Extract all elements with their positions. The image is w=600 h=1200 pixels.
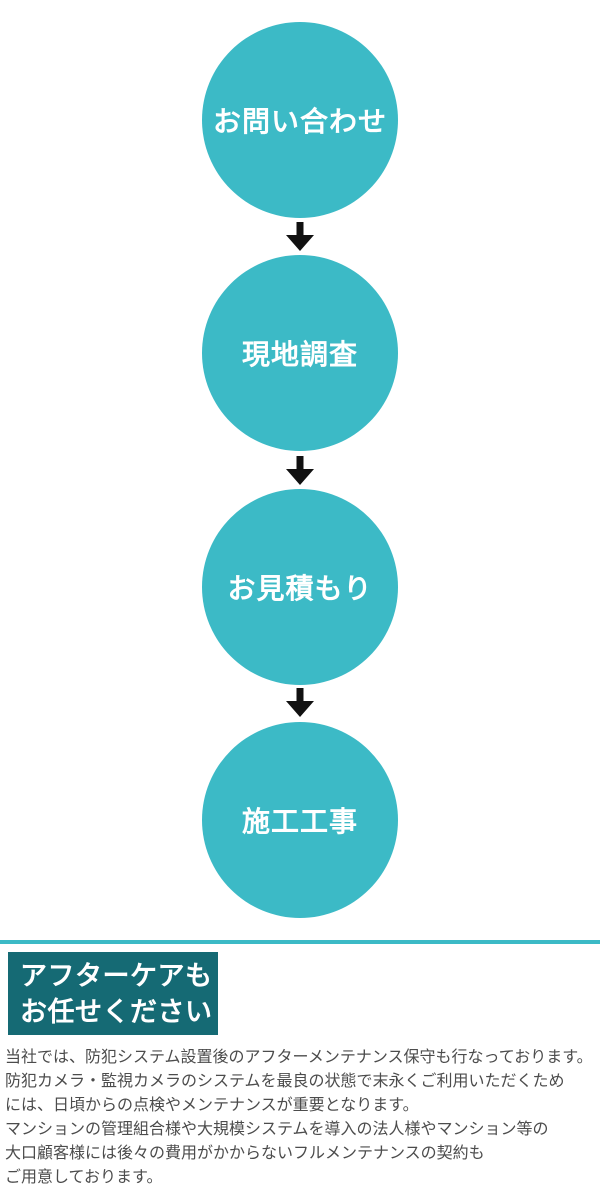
aftercare-text-line: には、日頃からの点検やメンテナンスが重要となります。	[5, 1097, 419, 1114]
section-divider-line	[0, 940, 600, 944]
aftercare-text-line: 当社では、防犯システム設置後のアフターメンテナンス保守も行なっております。	[5, 1049, 593, 1066]
aftercare-text-line: 大口顧客様には後々の費用がかからないフルメンテナンスの契約も	[5, 1145, 485, 1162]
aftercare-heading-line1: アフターケアも	[20, 961, 213, 991]
aftercare-heading: アフターケアも お任せください	[8, 952, 218, 1035]
flow-step-site-survey: 現地調査	[202, 255, 398, 451]
aftercare-text-line: 防犯カメラ・監視カメラのシステムを最良の状態で末永くご利用いただくため	[5, 1073, 565, 1090]
aftercare-text-line: マンションの管理組合様や大規模システムを導入の法人様やマンション等の	[5, 1121, 549, 1138]
flow-step-contact: お問い合わせ	[202, 22, 398, 218]
aftercare-text-line: ご用意しております。	[5, 1169, 163, 1186]
flow-step-construction: 施工工事	[202, 722, 398, 918]
aftercare-description: 当社では、防犯システム設置後のアフターメンテナンス保守も行なっております。 防犯…	[5, 1046, 597, 1190]
down-arrow-icon	[286, 222, 314, 251]
flow-step-label: お問い合わせ	[212, 106, 387, 137]
flow-step-label: 現地調査	[241, 339, 358, 370]
down-arrow-icon	[286, 456, 314, 485]
flow-step-estimate: お見積もり	[202, 489, 398, 685]
flow-step-label: お見積もり	[227, 573, 373, 604]
flow-step-label: 施工工事	[241, 806, 358, 837]
aftercare-heading-line2: お任せください	[20, 997, 213, 1027]
down-arrow-icon	[286, 688, 314, 717]
